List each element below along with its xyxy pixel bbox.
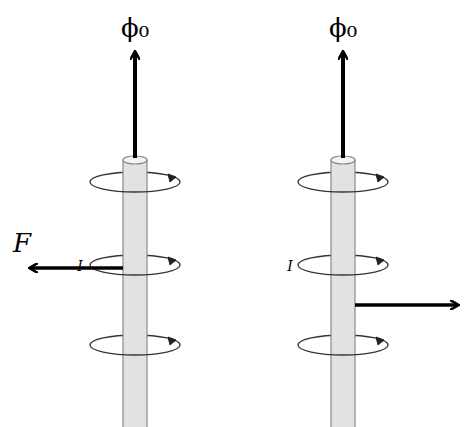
force-arrow: [30, 266, 123, 270]
flux-label: ϕ₀: [121, 15, 149, 41]
current-arrow: [168, 337, 176, 345]
current-loop-front: [90, 182, 180, 192]
current-arrow: [168, 174, 176, 182]
flux-arrow: [341, 52, 345, 158]
current-loop-front: [298, 182, 388, 192]
current-label: I: [287, 259, 293, 273]
force-arrow: [355, 303, 458, 307]
current-loop-front: [90, 345, 180, 355]
current-loop-front: [298, 265, 388, 275]
current-arrow: [376, 337, 384, 345]
current-arrow: [376, 257, 384, 265]
current-loop-front: [298, 345, 388, 355]
flux-tube: [123, 160, 147, 427]
current-arrow: [376, 174, 384, 182]
flux-arrow: [133, 52, 137, 158]
current-arrow: [168, 257, 176, 265]
flux-tube: [331, 160, 355, 427]
force-label: F: [13, 230, 31, 256]
flux-label: ϕ₀: [329, 15, 357, 41]
current-label: I: [77, 259, 83, 273]
